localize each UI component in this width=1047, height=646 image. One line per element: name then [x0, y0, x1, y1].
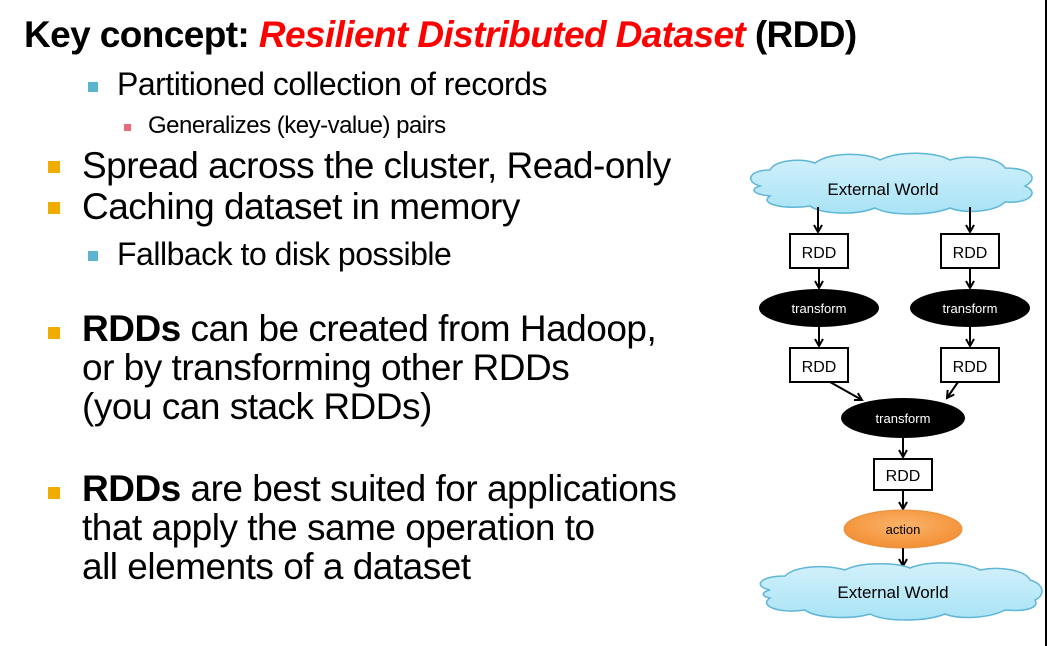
bullet-item-multiline: RDDs can be created from Hadoop, or by t… — [82, 308, 657, 427]
title-prefix: Key concept: — [24, 14, 259, 55]
flow-arrow — [947, 381, 959, 398]
bold-term: RDDs — [82, 468, 181, 509]
bullet-item: Fallback to disk possible — [117, 236, 452, 272]
bullet-item-multiline: RDDs are best suited for applications th… — [82, 468, 677, 587]
line: that apply the same operation to — [82, 507, 595, 548]
slide-title: Key concept: Resilient Distributed Datas… — [24, 14, 857, 56]
rdd-node: RDD — [940, 347, 1000, 383]
flow-arrow — [829, 381, 862, 400]
title-accent: Resilient Distributed Dataset — [258, 14, 746, 55]
slide-border — [1045, 0, 1047, 646]
line: all elements of a dataset — [82, 546, 471, 587]
bullet-level1-icon — [48, 487, 60, 499]
rdd-label: RDD — [802, 359, 837, 376]
line: can be created from Hadoop, — [180, 308, 657, 349]
external-world-source-cloud: External World — [750, 152, 1033, 215]
merge-transform-node: transform — [841, 398, 965, 438]
rdd-node: RDD — [789, 347, 849, 383]
title-suffix: (RDD) — [745, 14, 857, 55]
rdd-node: RDD — [789, 233, 849, 269]
transform-label: transform — [943, 301, 998, 316]
bullet-level1-icon — [48, 161, 60, 173]
action-label: action — [886, 522, 921, 537]
transform-label: transform — [792, 301, 847, 316]
bullet-item: Generalizes (key-value) pairs — [148, 112, 446, 139]
line: (you can stack RDDs) — [82, 386, 432, 427]
transform-node: transform — [910, 289, 1030, 327]
rdd-label: RDD — [953, 245, 988, 262]
bullet-item: Caching dataset in memory — [82, 186, 520, 227]
rdd-node: RDD — [940, 233, 1000, 269]
rdd-node: RDD — [873, 458, 933, 491]
cloud-label: External World — [837, 583, 948, 602]
line: or by transforming other RDDs — [82, 347, 570, 388]
transform-node: transform — [759, 289, 879, 327]
cloud-label: External World — [827, 180, 938, 199]
external-world-sink-cloz: External World — [759, 562, 1043, 621]
bullet-level2-icon — [88, 251, 98, 261]
bullet-level1-icon — [48, 327, 60, 339]
rdd-label: RDD — [802, 245, 837, 262]
bullet-level1-icon — [48, 202, 60, 214]
line: are best suited for applications — [180, 468, 677, 509]
bold-term: RDDs — [82, 308, 181, 349]
rdd-label: RDD — [953, 359, 988, 376]
action-node: action — [843, 509, 963, 549]
bullet-level2-icon — [88, 82, 98, 92]
bullet-level3-icon — [124, 124, 131, 131]
bullet-item: Partitioned collection of records — [117, 66, 547, 102]
transform-label: transform — [876, 411, 931, 426]
bullet-item: Spread across the cluster, Read-only — [82, 145, 671, 186]
rdd-label: RDD — [886, 468, 921, 485]
